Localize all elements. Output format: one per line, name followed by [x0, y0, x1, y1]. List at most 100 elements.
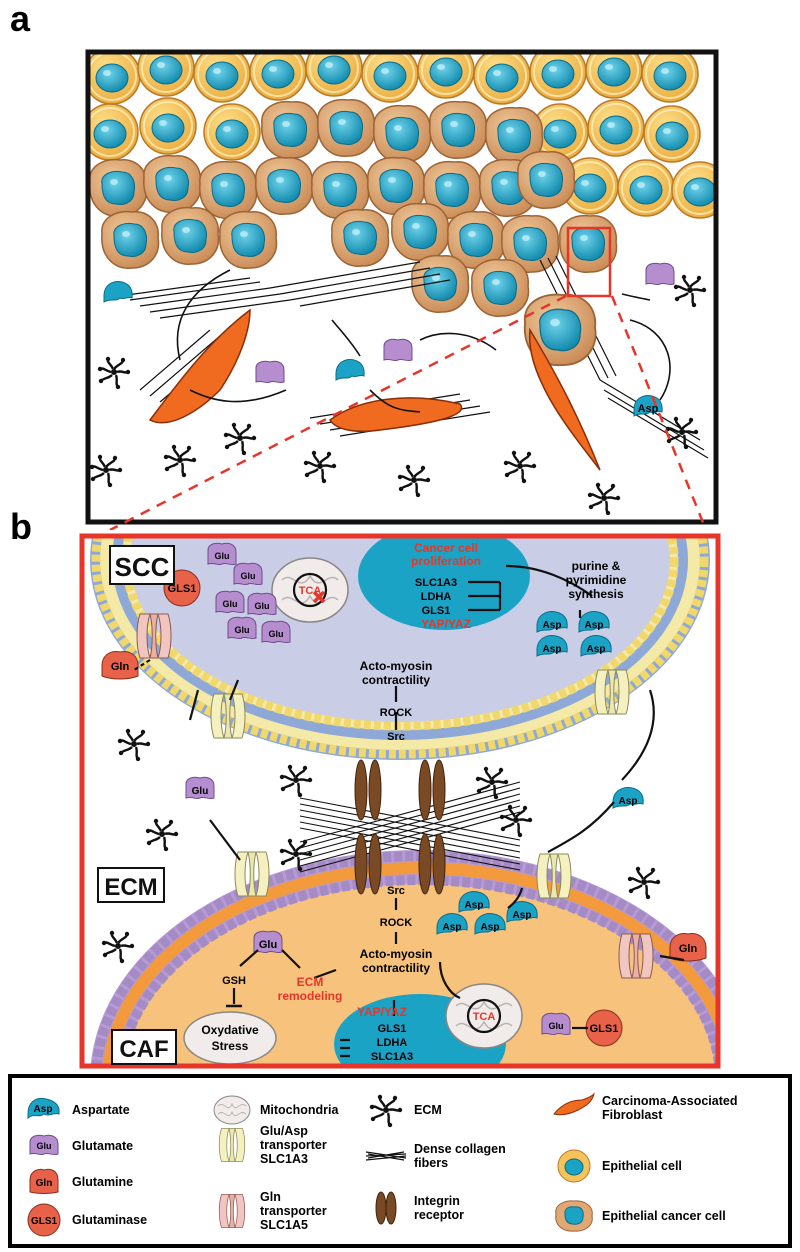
legend-item-glutamine: Gln Glutamine: [22, 1164, 133, 1200]
legend-label-caf: Carcinoma-Associated Fibroblast: [602, 1094, 737, 1122]
legend-label-mitochondria: Mitochondria: [260, 1103, 338, 1117]
caf-glu-label: Glu: [259, 939, 277, 951]
legend-label-epithelial-cancer-cell: Epithelial cancer cell: [602, 1209, 726, 1223]
scc-purine-3: synthesis: [568, 587, 624, 601]
legend-label-gln-transporter: Gln transporter SLC1A5: [260, 1190, 327, 1232]
legend-label-aspartate: Aspartate: [72, 1103, 130, 1117]
legend-item-integrin: Integrin receptor: [364, 1190, 464, 1226]
mitochondria-icon: [210, 1092, 254, 1128]
epithelial-cell-icon: [552, 1148, 596, 1184]
caf-stress-1: Oxydative: [201, 1023, 259, 1037]
scc-asp-label-4: Asp: [587, 644, 606, 655]
caf-src-label: Src: [387, 885, 405, 897]
glutaminase-icon: GLS1: [22, 1202, 66, 1238]
scc-gene-slc1a3: SLC1A3: [415, 577, 457, 589]
scc-nucleus-title-2: proliferation: [411, 554, 481, 568]
legend-item-caf: Carcinoma-Associated Fibroblast: [552, 1090, 737, 1126]
legend-item-glutaminase: GLS1 Glutaminase: [22, 1202, 147, 1238]
caf-acto-1: Acto-myosin: [360, 947, 433, 961]
svg-text:Glu: Glu: [37, 1141, 52, 1151]
collagen-fibers-icon: [364, 1138, 408, 1174]
scc-glu-label-2: Glu: [241, 571, 256, 581]
caf-gene-slc1a3: SLC1A3: [371, 1051, 413, 1063]
scc-gene-ldha: LDHA: [421, 591, 452, 603]
aspartate-icon: Asp: [22, 1092, 66, 1128]
caf-acto-2: contractility: [362, 961, 430, 975]
epithelial-cancer-cell-icon: [552, 1198, 596, 1234]
legend-label-glu-asp-transporter: Glu/Asp transporter SLC1A3: [260, 1124, 327, 1166]
legend-item-glutamate: Glu Glutamate: [22, 1128, 133, 1164]
scc-tca-label: TCA: [299, 585, 322, 597]
scc-asp-label-3: Asp: [543, 644, 562, 655]
ecm-asp-label: Asp: [619, 796, 638, 807]
caf-gln-label: Gln: [679, 943, 698, 955]
legend-label-collagen: Dense collagen fibers: [414, 1142, 506, 1170]
caf-stress-2: Stress: [212, 1039, 249, 1053]
glu-asp-transporter-icon: [210, 1127, 254, 1163]
caf-asp-label-4: Asp: [481, 922, 500, 933]
scc-purine-2: pyrimidine: [566, 573, 627, 587]
scc-gln-label: Gln: [111, 661, 130, 673]
scc-rock-label: ROCK: [380, 707, 412, 719]
caf-gls1-label: GLS1: [590, 1023, 619, 1035]
caf-glu-label-2: Glu: [549, 1021, 564, 1031]
caf-asp-label-3: Asp: [443, 922, 462, 933]
caf-yap-label: YAP/YAZ: [357, 1005, 407, 1019]
svg-text:Asp: Asp: [34, 1104, 53, 1115]
scc-acto-1: Acto-myosin: [360, 659, 433, 673]
legend-item-glu-asp-transporter: Glu/Asp transporter SLC1A3: [210, 1124, 327, 1166]
oxidative-stress-bubble: [184, 1012, 276, 1064]
legend-item-gln-transporter: Gln transporter SLC1A5: [210, 1190, 327, 1232]
caf-label: CAF: [119, 1036, 168, 1063]
legend-item-collagen: Dense collagen fibers: [364, 1138, 506, 1174]
scc-asp-label-1: Asp: [543, 620, 562, 631]
legend-item-ecm: ECM: [364, 1092, 442, 1128]
integrin-icon: [364, 1190, 408, 1226]
glutamine-icon: Gln: [22, 1164, 66, 1200]
scc-label: SCC: [115, 552, 170, 582]
glutamate-icon: Glu: [22, 1128, 66, 1164]
scc-glu-label-4: Glu: [255, 601, 270, 611]
legend-label-glutamate: Glutamate: [72, 1139, 133, 1153]
svg-text:GLS1: GLS1: [31, 1216, 58, 1227]
legend-item-epithelial-cancer-cell: Epithelial cancer cell: [552, 1198, 726, 1234]
legend-item-aspartate: Asp Aspartate: [22, 1092, 130, 1128]
legend-item-mitochondria: Mitochondria: [210, 1092, 338, 1128]
scc-yap-label: YAP/YAZ: [421, 617, 471, 631]
caf-tca-label: TCA: [473, 1011, 496, 1023]
scc-gene-gls1: GLS1: [422, 605, 451, 617]
caf-icon: [552, 1090, 596, 1126]
legend-label-integrin: Integrin receptor: [414, 1194, 464, 1222]
caf-gene-ldha: LDHA: [377, 1037, 408, 1049]
ecm-icon: [364, 1092, 408, 1128]
scc-src-label: Src: [387, 731, 405, 743]
scc-purine-1: purine &: [572, 559, 621, 573]
legend-item-epithelial-cell: Epithelial cell: [552, 1148, 682, 1184]
svg-text:Gln: Gln: [36, 1178, 53, 1189]
ecm-label: ECM: [104, 874, 157, 901]
caf-ecm-remodeling-2: remodeling: [278, 989, 343, 1003]
scc-glu-label-6: Glu: [269, 629, 284, 639]
caf-gsh-label: GSH: [222, 975, 246, 987]
scc-asp-label-2: Asp: [585, 620, 604, 631]
scc-glu-label-3: Glu: [223, 599, 238, 609]
legend-label-ecm: ECM: [414, 1103, 442, 1117]
caf-ecm-remodeling-1: ECM: [297, 975, 324, 989]
scc-glu-label-5: Glu: [235, 625, 250, 635]
panel-b-illustration: SCC ECM CAF GLS1 Glu Glu Glu Glu Glu Glu…: [0, 530, 800, 1074]
caf-asp-label-1: Asp: [465, 900, 484, 911]
legend-label-epithelial-cell: Epithelial cell: [602, 1159, 682, 1173]
caf-gene-gls1: GLS1: [378, 1023, 407, 1035]
scc-acto-2: contractility: [362, 673, 430, 687]
caf-asp-label-2: Asp: [513, 910, 532, 921]
legend: Asp Aspartate Glu Glutamate Gln Glutamin…: [8, 1074, 792, 1248]
legend-label-glutaminase: Glutaminase: [72, 1213, 147, 1227]
ecm-glu-label: Glu: [192, 786, 209, 797]
caf-rock-label: ROCK: [380, 917, 412, 929]
panel-a-illustration: Asp: [0, 0, 800, 530]
legend-label-glutamine: Glutamine: [72, 1175, 133, 1189]
scc-gls1-label: GLS1: [168, 583, 197, 595]
gln-transporter-icon: [210, 1193, 254, 1229]
scc-glu-label-1: Glu: [215, 551, 230, 561]
scc-nucleus-title-1: Cancer cell: [414, 541, 478, 555]
